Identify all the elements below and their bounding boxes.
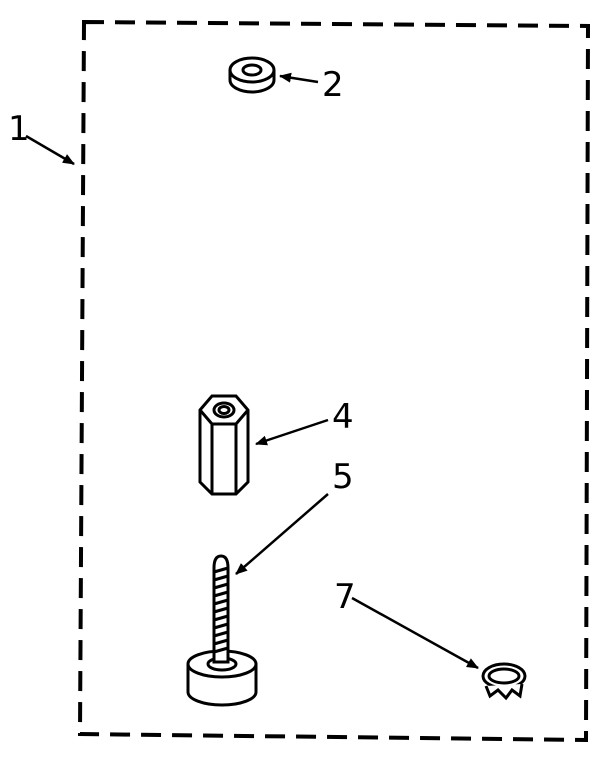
leader-kit [25,134,75,166]
washer-part [228,56,276,94]
label-hex-standoff: 4 [332,397,354,437]
hose-clamp-part [481,662,527,701]
leader-hose-clamp [351,596,479,670]
hex-standoff-part [198,394,250,496]
leader-hex-standoff [255,418,329,446]
label-washer: 2 [322,65,344,105]
leveling-foot-part [186,554,258,707]
label-leveling-foot: 5 [332,457,354,497]
label-kit: 1 [8,109,30,149]
label-hose-clamp: 7 [334,577,356,617]
leader-leveling-foot [235,493,329,575]
kit-boundary [77,19,591,743]
leader-washer [279,72,319,84]
